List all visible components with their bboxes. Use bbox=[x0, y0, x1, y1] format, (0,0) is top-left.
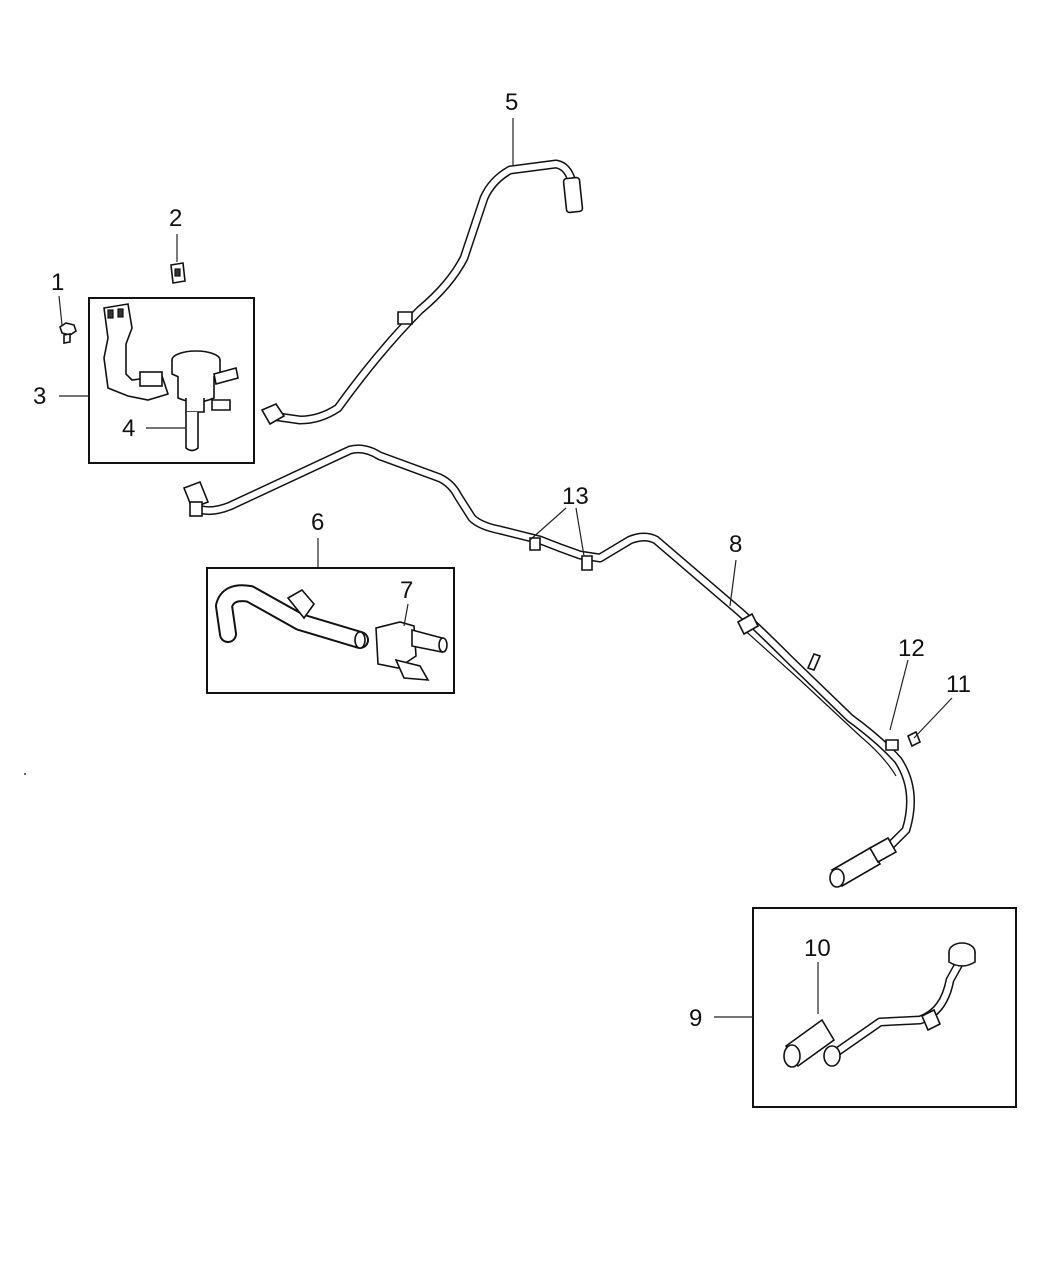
callout-2: 2 bbox=[169, 205, 182, 232]
part-3-box bbox=[59, 297, 255, 464]
part-13-clips bbox=[529, 507, 593, 571]
part-6-box bbox=[206, 538, 455, 694]
callout-1: 1 bbox=[51, 269, 64, 296]
callout-7: 7 bbox=[400, 577, 413, 604]
part-11-clip bbox=[906, 697, 953, 748]
callout-5: 5 bbox=[505, 89, 518, 116]
part-2-clip-nut bbox=[170, 234, 186, 284]
callout-4: 4 bbox=[122, 415, 135, 442]
part-9-box bbox=[714, 907, 1017, 1108]
part-10-sleeve bbox=[783, 962, 836, 1068]
callout-12: 12 bbox=[898, 635, 925, 662]
part-1-bolt bbox=[58, 295, 77, 344]
stray-dot bbox=[24, 773, 26, 775]
callout-8: 8 bbox=[729, 531, 742, 558]
callout-6: 6 bbox=[311, 509, 324, 536]
part-8-tube bbox=[182, 444, 915, 888]
callout-3: 3 bbox=[33, 383, 46, 410]
part-5-tube bbox=[260, 118, 584, 426]
callout-9: 9 bbox=[689, 1005, 702, 1032]
callout-10: 10 bbox=[804, 935, 831, 962]
part-4-purge-valve-stem bbox=[146, 412, 199, 452]
part-12-clip bbox=[889, 659, 909, 731]
callout-13: 13 bbox=[562, 483, 589, 510]
callout-11: 11 bbox=[946, 671, 971, 698]
part-7-valve bbox=[375, 603, 448, 681]
